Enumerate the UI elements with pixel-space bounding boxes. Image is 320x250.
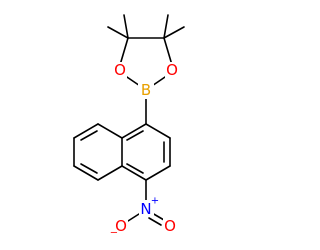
nitrogen-label: N — [140, 200, 151, 218]
structure-diagram: B O O N + O − O — [73, 14, 185, 239]
bond-c8-c7 — [73, 123, 99, 139]
bond-c3-c4 — [145, 165, 171, 181]
nitro-oxygen-left-label: O — [115, 217, 127, 235]
bond-methyl-4 — [163, 26, 185, 39]
molecule-drawing: B O O N + O − O — [73, 14, 185, 239]
bond-methyl-3 — [163, 14, 169, 39]
nitro-oxygen-right-label: O — [164, 217, 176, 235]
bond-methyl-2 — [123, 14, 129, 39]
bond-o-left-c — [119, 37, 129, 66]
oxygen-right-label: O — [166, 61, 178, 79]
oxygen-negative-charge: − — [110, 228, 118, 239]
bond-c5-c4a — [97, 165, 123, 181]
bond-c8a-c8 — [97, 123, 123, 139]
bond-c8a-c1 — [121, 123, 147, 139]
nitrogen-positive-charge: + — [151, 196, 159, 207]
methyl-groups — [107, 14, 185, 39]
bond-o-right-c — [163, 37, 173, 66]
bond-c6-c5 — [73, 165, 99, 181]
double-bond-c8a-c1 — [126, 130, 144, 141]
bond-n-o-right-2 — [148, 217, 162, 226]
double-bond-c8-c7 — [80, 130, 98, 141]
double-bond-c4-c4a — [126, 163, 144, 174]
atom-labels: B O O N + O − O — [110, 61, 179, 239]
boron-label: B — [141, 81, 151, 99]
bond-c1-c2 — [145, 123, 171, 139]
naphthalene-left-ring — [73, 123, 123, 181]
bond-n-o-left — [127, 213, 140, 222]
double-bond-c6-c5 — [80, 163, 98, 174]
naphthalene-right-ring — [121, 123, 171, 181]
oxygen-left-label: O — [114, 61, 126, 79]
bond-methyl-1 — [107, 26, 129, 39]
bond-c4-c4a — [121, 165, 147, 181]
